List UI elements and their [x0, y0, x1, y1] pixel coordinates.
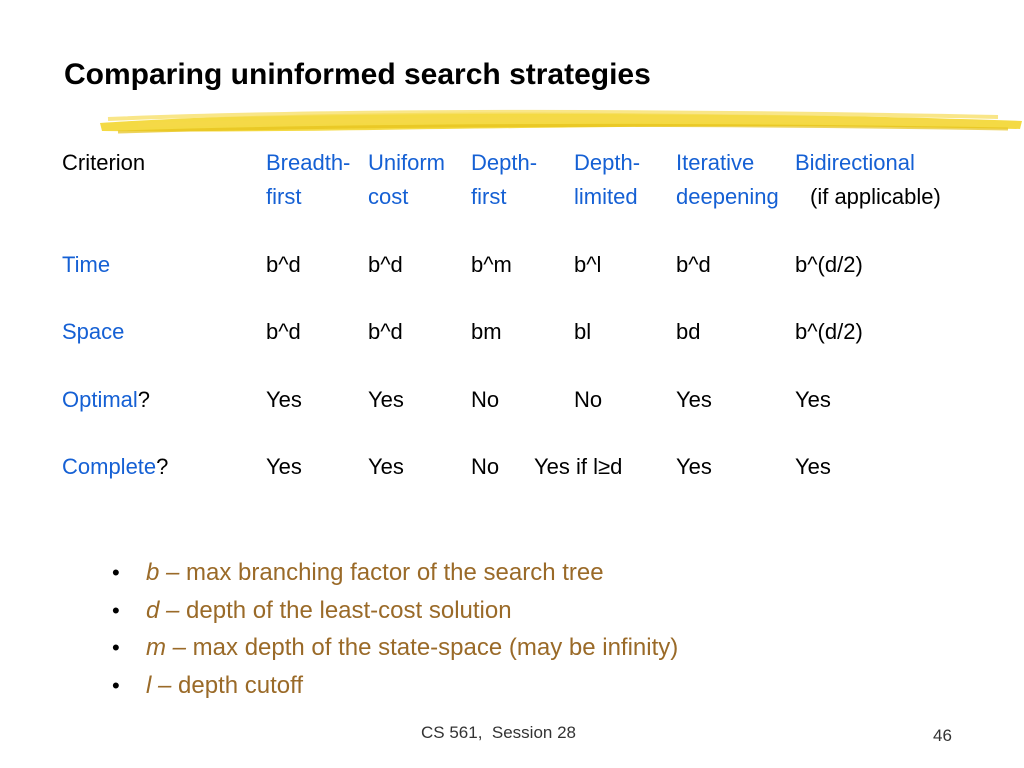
cell-complete-depth-limited: Yes if l≥d [534, 454, 623, 479]
cell-space-depth-first: bm [471, 319, 502, 344]
cell-optimal-breadth-first: Yes [266, 387, 302, 412]
row-label-optimal: Optimal? [62, 383, 150, 417]
row-label-suffix: ? [156, 454, 169, 479]
header-depth-first-line2: first [471, 184, 507, 209]
cell-space-uniform-cost: b^d [368, 319, 403, 344]
header-bidirectional-line1: Bidirectional [795, 150, 915, 175]
row-label-space: Space [62, 315, 124, 349]
bullet-symbol: m – [146, 634, 187, 661]
cell-space-breadth-first: b^d [266, 319, 301, 344]
header-uniform-cost-line1: Uniform [368, 150, 446, 175]
row-label-text: Complete [62, 454, 157, 479]
row-label-time: Time [62, 248, 110, 282]
cell-complete-iterative-deepening: Yes [676, 454, 712, 479]
page-number: 46 [933, 726, 952, 745]
row-label-suffix: ? [137, 387, 151, 412]
bullet-text: depth of the least-cost solution [179, 596, 512, 624]
list-item: • l – depth cutoff [112, 667, 678, 705]
header-breadth-first-line2: first [266, 184, 302, 209]
header-iterative-deepening-line2: deepening [676, 184, 779, 209]
bullet-text: depth cutoff [171, 671, 304, 699]
cell-complete-uniform-cost: Yes [368, 454, 404, 479]
cell-time-bidirectional: b^(d/2) [795, 252, 863, 277]
row-label-text: Time [62, 252, 111, 277]
cell-optimal-iterative-deepening: Yes [676, 387, 712, 412]
cell-complete-breadth-first: Yes [266, 454, 302, 479]
header-breadth-first-line1: Breadth- [266, 150, 351, 175]
header-depth-limited-line2: limited [574, 184, 638, 209]
cell-space-bidirectional: b^(d/2) [795, 319, 863, 344]
cell-time-uniform-cost: b^d [368, 252, 403, 277]
cell-complete-depth-first: No [471, 454, 500, 479]
bullet-dot-icon: • [112, 672, 120, 698]
bullet-symbol: b – [146, 559, 180, 586]
row-label-text: Space [62, 319, 125, 344]
header-criterion: Criterion [62, 150, 146, 175]
header-uniform-cost-line2: cost [368, 184, 409, 209]
cell-optimal-depth-first: No [471, 387, 500, 412]
row-label-complete: Complete? [62, 450, 168, 484]
bullet-text: max branching factor of the search tree [179, 559, 604, 586]
cell-time-depth-first: b^m [471, 252, 512, 277]
footer-session: CS 561, Session 28 [421, 723, 576, 742]
bullet-text: max depth of the state-space (may be inf… [186, 634, 679, 661]
cell-optimal-bidirectional: Yes [795, 387, 831, 412]
cell-space-iterative-deepening: bd [676, 319, 701, 344]
cell-time-iterative-deepening: b^d [676, 252, 711, 277]
row-label-text: Optimal [62, 387, 138, 412]
header-iterative-deepening-line1: Iterative [676, 150, 755, 175]
bullet-dot-icon: • [112, 635, 120, 660]
list-item: • m – max depth of the state-space (may b… [112, 629, 678, 667]
cell-optimal-depth-limited: No [574, 387, 603, 412]
cell-time-depth-limited: b^l [574, 252, 602, 277]
cell-space-depth-limited: bl [574, 319, 592, 344]
cell-complete-bidirectional: Yes [795, 454, 831, 479]
list-item: • b – max branching factor of the search … [112, 554, 678, 592]
bullet-dot-icon: • [112, 560, 120, 585]
header-depth-first-line1: Depth- [471, 150, 538, 175]
list-item: • d – depth of the least-cost solution [112, 592, 678, 630]
yellow-highlight-stroke [100, 109, 1022, 134]
cell-optimal-uniform-cost: Yes [368, 387, 404, 412]
bullet-symbol: l – [146, 671, 172, 699]
legend-bullet-list: • b – max branching factor of the search … [112, 554, 678, 704]
header-depth-limited-line1: Depth- [574, 150, 641, 175]
slide-title: Comparing uninformed search strategies [64, 58, 651, 91]
bullet-symbol: d – [146, 596, 180, 624]
header-bidirectional-line2: (if applicable) [810, 184, 941, 209]
cell-time-breadth-first: b^d [266, 252, 301, 277]
bullet-dot-icon: • [112, 597, 120, 623]
